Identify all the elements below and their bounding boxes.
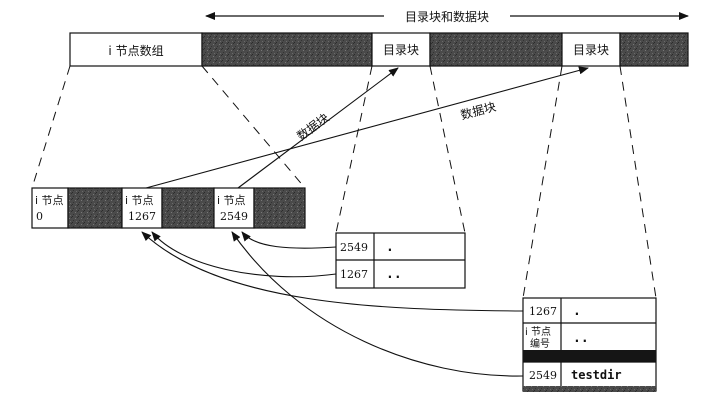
dir-table-2-bottom-band (523, 386, 656, 392)
dir-table-2-row-2-inode-line2: 编号 (530, 337, 550, 350)
inode-array-label: i 节点数组 (108, 43, 163, 58)
expansion-lines (31, 65, 657, 299)
dir-table-2-row-1-inode: 1267 (529, 305, 557, 318)
inode-row: i 节点 0 i 节点 1267 i 节点 2549 (31, 187, 306, 229)
dir-block-1-label: 目录块 (383, 43, 419, 57)
inode-shade-2 (161, 187, 215, 229)
dir-table-2-row-3-name: testdir (571, 368, 622, 382)
inode-1267-line1: i 节点 (125, 194, 154, 207)
dir-table-1-row-1-inode: 2549 (340, 241, 368, 254)
inode-2549-line1: i 节点 (217, 194, 246, 207)
inode-1267-line2: 1267 (128, 210, 156, 223)
dir-block-1-cell (371, 32, 431, 67)
dir-block-2-cell (561, 32, 621, 67)
inode-1267-cell (121, 187, 163, 229)
dir-block-2-label: 目录块 (573, 43, 609, 57)
dir-table-2-row-3-inode: 2549 (529, 369, 557, 382)
data-block-label-1: 数据块 (294, 110, 332, 144)
shaded-region-3 (619, 32, 689, 67)
disk-bar: i 节点数组 目录块 目录块 (69, 32, 689, 67)
shaded-region-2 (429, 32, 563, 67)
dir-table-2: 1267 . i 节点 编号 .. 2549 testdir (522, 297, 657, 392)
span-label: 目录块和数据块 (405, 9, 489, 24)
arrow-table2-row3-to-inode-2549 (231, 231, 524, 377)
arrow-labels: 数据块 数据块 (294, 99, 498, 144)
arrow-table1-row2-to-inode-1267 (151, 231, 337, 278)
pointer-arrows (141, 66, 589, 377)
inode-0-cell (31, 187, 69, 229)
dir-table-1-row-2-name: .. (386, 267, 402, 282)
dir-table-2-dark-band (523, 350, 656, 362)
data-block-label-2: 数据块 (459, 99, 498, 123)
inode-shade-1 (67, 187, 123, 229)
arrow-table2-row1-to-inode-1267 (141, 231, 524, 312)
arrow-inode-1267-to-dir-block-2 (145, 66, 589, 189)
inode-0-line2: 0 (36, 210, 43, 223)
dir-table-1-row-1-name: . (386, 240, 394, 255)
dir-table-2-row-2-inode-line1: i 节点 (525, 326, 551, 338)
inode-shade-3 (253, 187, 306, 229)
shaded-region-1 (201, 32, 373, 67)
dir-table-1: 2549 . 1267 .. (335, 232, 466, 289)
span-arrow: 目录块和数据块 (205, 8, 689, 24)
inode-2549-line2: 2549 (220, 210, 248, 223)
dir-table-1-row-2-inode: 1267 (340, 268, 368, 281)
inode-2549-cell (213, 187, 255, 229)
arrow-table1-row1-to-inode-2549 (241, 231, 337, 249)
inode-0-line1: i 节点 (35, 194, 64, 207)
arrow-inode-2549-to-dir-block-1 (237, 67, 399, 189)
dir-table-2-row-1-name: . (573, 304, 581, 319)
dir-table-2-row-2-name: .. (573, 331, 589, 346)
